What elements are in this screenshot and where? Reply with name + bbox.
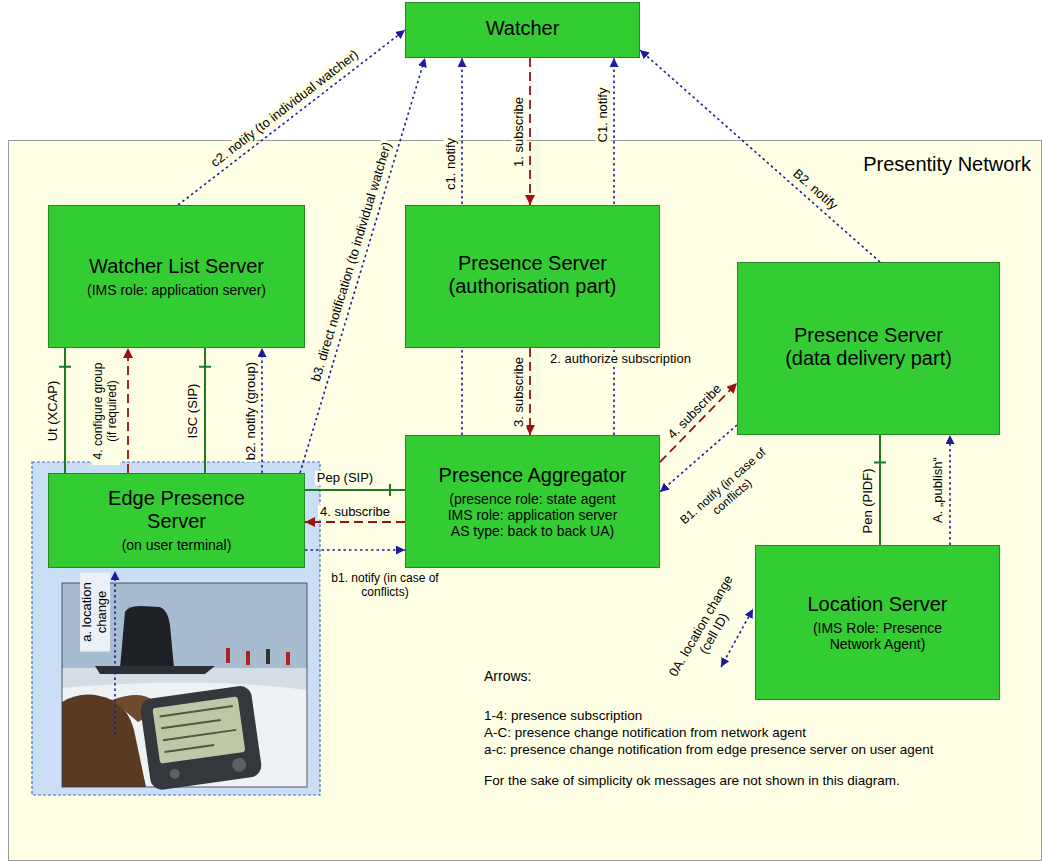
subscribe-arrow (305, 521, 405, 523)
subscribe-arrow (529, 58, 531, 205)
edge-label: C1. notify (596, 85, 611, 144)
node-heading: Watcher List Server (89, 255, 264, 278)
connector-group (59, 30, 950, 550)
node-heading: Presence Aggregator (439, 464, 627, 487)
server-box: Watcher List Server (IMS role: applicatio… (48, 205, 305, 348)
edge-label: ISC (SIP) (186, 381, 201, 440)
edge-label: c2. notify (to individual watcher) (207, 46, 364, 171)
edge-label: 4. configure group (if required) (92, 357, 120, 465)
interface-line (64, 348, 66, 473)
photo-snow (62, 668, 307, 787)
gps-screen-line (159, 705, 233, 717)
interface-tick (874, 462, 886, 464)
person-figure (246, 651, 250, 665)
legend-note: For the sake of simplicity ok messages a… (484, 773, 900, 789)
edge-label: Pen (PIDF) (861, 466, 876, 535)
server-box: Presence Server (data delivery part) (737, 262, 1000, 435)
interface-tick (389, 484, 391, 496)
notify-arrow (305, 549, 405, 551)
gps-screen-line (163, 729, 237, 741)
edge-label: b3. direct notification (to individual w… (308, 139, 395, 386)
edge-label: B2. notify (789, 165, 843, 215)
gps-screen-line (164, 744, 214, 753)
server-box: Watcher (405, 2, 640, 58)
edge-label: b1. notify (in case of conflicts) (321, 572, 450, 600)
node-heading: Location Server (807, 593, 947, 616)
interface-line (305, 489, 405, 491)
glove-thumb (112, 695, 153, 722)
notify-arrow (949, 435, 951, 545)
gps-device (139, 685, 263, 792)
node-subtitle: (presence role: state agent IMS role: ap… (442, 491, 623, 539)
band-title: Presentity Network (863, 153, 1031, 176)
interface-line (204, 348, 206, 473)
server-box: Presence Server (authorisation part) (405, 205, 660, 348)
subscribe-arrow (660, 383, 737, 462)
node-subtitle: (IMS Role: Presence Network Agent) (787, 620, 968, 652)
submarine-hull (95, 666, 215, 674)
glove (62, 694, 146, 787)
node-heading: Presence Server (authorisation part) (433, 252, 633, 298)
notify-arrow (461, 58, 463, 435)
edge-label: 4. subscribe (664, 380, 726, 443)
interface-tick (59, 366, 71, 368)
edge-label: Ut (XCAP) (46, 378, 61, 443)
location-change-arrow (114, 571, 116, 735)
node-heading: Edge Presence Server (77, 487, 277, 533)
person-figure (286, 652, 290, 665)
interface-tick (199, 366, 211, 368)
note-label: a. location change (80, 573, 110, 652)
edge-label: 3. subscribe (512, 354, 527, 428)
legend-note: a-c: presence change notification from e… (484, 742, 934, 758)
notify-arrow (613, 58, 615, 435)
server-box: Presence Aggregator (presence role: state… (405, 435, 660, 568)
photo-snow-shade (62, 668, 307, 690)
node-subtitle: (on user terminal) (122, 537, 232, 553)
server-box: Edge Presence Server (on user terminal) (48, 473, 305, 568)
person-figure (226, 648, 230, 663)
legend-note: 1-4: presence subscription (484, 708, 642, 724)
gps-button (231, 757, 247, 773)
node-heading: Presence Server (data delivery part) (769, 324, 969, 370)
edge-label: Pep (SIP) (315, 471, 375, 486)
submarine-sail (120, 606, 174, 668)
gps-screen (152, 696, 245, 763)
edge-label: 1. subscribe (512, 94, 527, 168)
node-subtitle: (IMS role: application server) (87, 282, 266, 298)
edge-label: B1. notify (in case of conflicts) (670, 440, 785, 545)
user-terminal-region (32, 462, 320, 795)
interface-line (879, 435, 881, 545)
note-label: 2. authorize subscription (548, 352, 693, 367)
notify-arrow (300, 58, 425, 473)
server-box: Location Server (IMS Role: Presence Netwo… (755, 545, 1000, 700)
legend-note: Arrows: (484, 668, 531, 684)
edge-label: A. „publish“ (931, 455, 946, 525)
edge-label: b2. notify (group) (244, 359, 259, 461)
note-label: 0A. location change (cell ID) (663, 567, 753, 694)
person-figure (266, 649, 270, 664)
notify-arrow (640, 50, 880, 262)
gps-screen-line (161, 719, 221, 729)
notify-arrow (261, 348, 263, 473)
legend-note: A-C: presence change notification from n… (484, 725, 806, 741)
edge-label: c1. notify (444, 136, 459, 192)
gps-button (169, 768, 180, 779)
subscribe-arrow (127, 348, 129, 473)
edge-label: 4. subscribe (318, 505, 392, 520)
subscribe-arrow (529, 348, 531, 435)
gps-body (139, 685, 263, 792)
node-heading: Watcher (486, 17, 560, 40)
